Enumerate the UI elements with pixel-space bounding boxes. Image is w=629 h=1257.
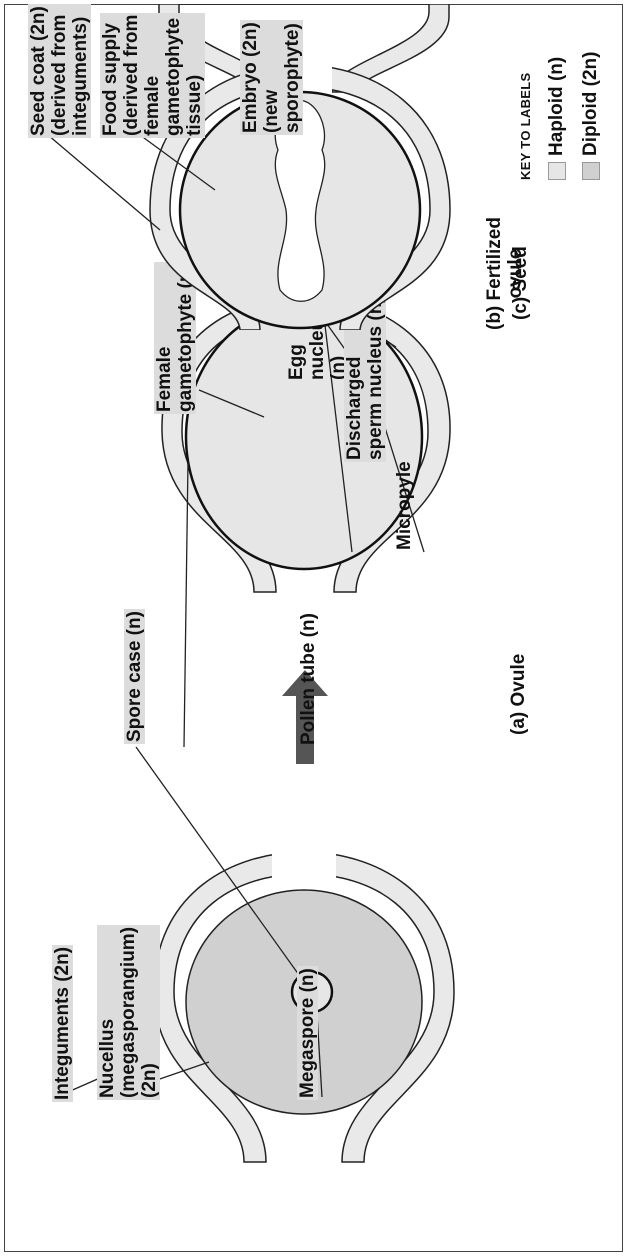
key-haploid-label: Haploid (n)	[546, 57, 568, 156]
label-embryo: Embryo (2n) (new sporophyte)	[240, 20, 303, 135]
label-megaspore: Megaspore (n)	[297, 966, 318, 1100]
key-diploid-label: Diploid (2n)	[580, 52, 602, 156]
seed-scene: Seed coat (2n) (derived from integuments…	[0, 0, 629, 330]
seed-region: Seed coat (2n) (derived from integuments…	[0, 0, 629, 330]
stage-label-seed-visible: (c) Seed	[510, 244, 531, 322]
seed-svg	[0, 0, 629, 330]
key-diploid: Diploid (2n)	[580, 52, 602, 180]
label-nucellus: Nucellus (megasporangium) (2n)	[97, 925, 160, 1100]
key-haploid: Haploid (n)	[546, 57, 568, 180]
label-pollen-tube: Pollen tube (n)	[298, 611, 319, 747]
haploid-swatch	[548, 162, 566, 180]
label-food-supply: Food supply (derived from female gametop…	[100, 13, 205, 138]
label-seed-coat: Seed coat (2n) (derived from integuments…	[28, 4, 91, 138]
label-spore-case: Spore case (n)	[124, 609, 145, 744]
key-title: KEY TO LABELS	[518, 73, 533, 180]
stage-label-ovule: (a) Ovule	[508, 652, 529, 737]
label-integuments: Integuments (2n)	[52, 945, 73, 1102]
diploid-swatch	[582, 162, 600, 180]
label-micropyle: Micropyle	[394, 459, 415, 552]
